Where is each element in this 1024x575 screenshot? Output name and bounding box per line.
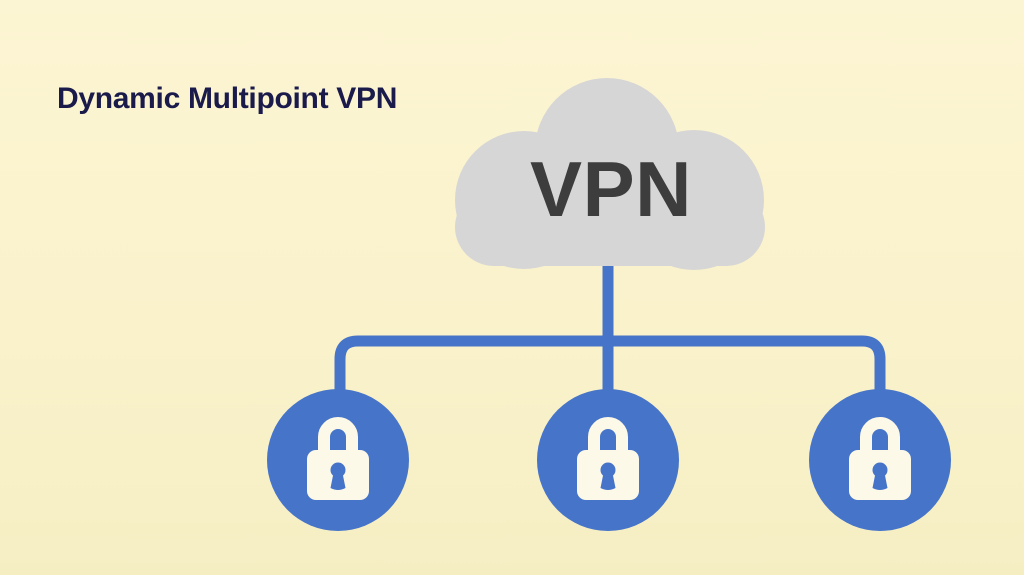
lock-node-center [537,389,679,531]
lock-node-right [809,389,951,531]
cloud-body [455,188,765,266]
cloud-label: VPN [530,145,692,233]
page-title: Dynamic Multipoint VPN [57,82,398,115]
lock-node-left [267,389,409,531]
connector-bracket [334,335,886,392]
vpn-cloud: VPN [455,78,765,270]
connector-lines [334,258,886,392]
